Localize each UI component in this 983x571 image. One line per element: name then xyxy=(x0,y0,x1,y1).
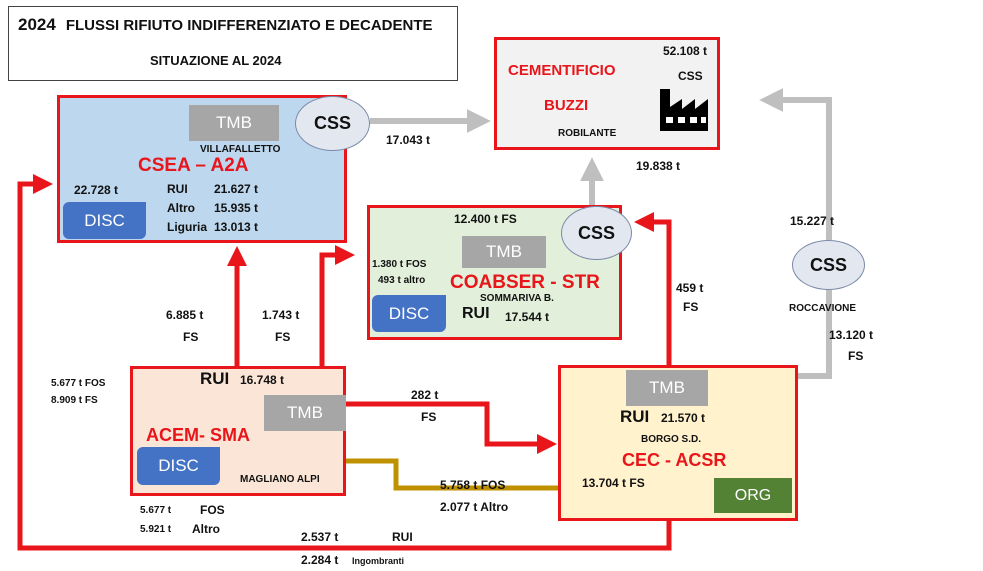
coabser-location: SOMMARIVA B. xyxy=(480,293,554,304)
title-line1: 2024 FLUSSI RIFIUTO INDIFFERENZIATO E DEC… xyxy=(18,15,433,35)
flow-cec-to-csea-ingo-t: 2.284 t xyxy=(301,553,339,567)
cec-rui-label: RUI xyxy=(620,407,650,426)
flow-acem-to-csea-t: 6.885 t xyxy=(166,308,204,322)
arrow-cec-to-csea xyxy=(17,174,672,551)
flow-acem-in-fs: 8.909 t FS xyxy=(51,395,98,406)
arrow-cec-to-roccavione xyxy=(798,290,832,379)
flow-acem-disc-altro: Altro xyxy=(192,522,220,536)
flow-csea-to-cem: 17.043 t xyxy=(386,133,431,147)
acem-name: ACEM- SMA xyxy=(146,425,250,445)
arrow-acem-to-cec xyxy=(346,401,557,454)
flow-cec-to-csea-ingo: Ingombranti xyxy=(352,556,404,566)
cementificio-name: CEMENTIFICIO xyxy=(508,62,616,79)
acem-disc: DISC xyxy=(137,447,220,485)
csea-row-liguria-value: 13.013 t xyxy=(214,220,259,234)
acem-location: MAGLIANO ALPI xyxy=(240,474,320,485)
csea-row-altro-value: 15.935 t xyxy=(214,201,259,215)
coabser-fos: 1.380 t FOS xyxy=(372,259,427,270)
acem-tmb: TMB xyxy=(264,395,346,431)
arrow-cec-to-coabser xyxy=(634,212,672,365)
coabser-rui-label: RUI xyxy=(462,305,490,322)
csea-row-rui-key: RUI xyxy=(167,182,188,196)
flow-rocc-to-cem: 15.227 t xyxy=(790,214,835,228)
flow-cec-to-acem-altro: 2.077 t Altro xyxy=(440,500,509,514)
flow-acem-disc-fos-t: 5.677 t xyxy=(140,505,172,516)
flow-cec-to-csea-rui-t: 2.537 t xyxy=(301,530,339,544)
factory-icon xyxy=(660,89,708,131)
cementificio-total: 52.108 t xyxy=(663,44,708,58)
csea-tmb: TMB xyxy=(189,105,279,141)
coabser-css-node: CSS xyxy=(561,206,632,260)
csea-name: CSEA – A2A xyxy=(138,155,249,176)
cementificio-buzzi: BUZZI xyxy=(544,97,589,114)
csea-disc-amount: 22.728 t xyxy=(74,183,119,197)
flow-acem-disc-altro-t: 5.921 t xyxy=(140,524,172,535)
csea-location: VILLAFALLETTO xyxy=(200,144,281,155)
flow-cec-to-coabser-t: 459 t xyxy=(676,281,704,295)
cec-rui-value: 21.570 t xyxy=(661,411,706,425)
coabser-altro: 493 t altro xyxy=(378,275,426,286)
flow-acem-to-coabser-fs: FS xyxy=(275,330,291,344)
cec-location: BORGO S.D. xyxy=(641,434,702,445)
flow-cec-to-csea-rui: RUI xyxy=(392,530,413,544)
cec-name: CEC - ACSR xyxy=(622,450,727,470)
csea-row-liguria-key: Liguria xyxy=(167,220,208,234)
flow-cec-to-rocc-t: 13.120 t xyxy=(829,328,874,342)
flow-acem-to-csea-fs: FS xyxy=(183,330,199,344)
title-box xyxy=(8,6,458,81)
coabser-tmb: TMB xyxy=(462,236,546,268)
roccavione-label: ROCCAVIONE xyxy=(789,303,857,314)
title-line2: SITUAZIONE AL 2024 xyxy=(150,53,282,68)
flow-acem-in-fos: 5.677 t FOS xyxy=(51,378,106,389)
arrow-acem-to-coabser xyxy=(319,245,355,366)
csea-disc: DISC xyxy=(63,202,146,239)
coabser-name: COABSER - STR xyxy=(450,272,600,293)
cec-fs: 13.704 t FS xyxy=(582,476,645,490)
flow-acem-to-cec-fs: FS xyxy=(421,410,437,424)
acem-rui-label: RUI xyxy=(200,369,230,388)
coabser-disc: DISC xyxy=(372,295,446,332)
flow-cec-to-acem-fos: 5.758 t FOS xyxy=(440,478,506,492)
flow-acem-to-coabser-t: 1.743 t xyxy=(262,308,300,322)
cec-tmb: TMB xyxy=(626,370,708,406)
flow-acem-disc-fos: FOS xyxy=(200,503,225,517)
cementificio-box xyxy=(494,37,720,150)
csea-row-altro-key: Altro xyxy=(167,201,195,215)
title-text: FLUSSI RIFIUTO INDIFFERENZIATO E DECADEN… xyxy=(65,17,433,34)
flow-acem-to-cec-t: 282 t xyxy=(411,388,439,402)
flow-cec-to-coabser-fs: FS xyxy=(683,300,699,314)
coabser-fs-in: 12.400 t FS xyxy=(454,212,517,226)
cementificio-location: ROBILANTE xyxy=(558,128,617,139)
title-year: 2024 xyxy=(18,15,56,34)
csea-css-node: CSS xyxy=(295,96,370,151)
coabser-rui-value: 17.544 t xyxy=(505,310,550,324)
arrow-roccavione-to-cementificio xyxy=(759,88,832,240)
cec-org: ORG xyxy=(714,478,792,513)
csea-row-rui-value: 21.627 t xyxy=(214,182,259,196)
roccavione-css-node: CSS xyxy=(792,240,865,290)
cementificio-css: CSS xyxy=(678,69,703,83)
acem-rui-value: 16.748 t xyxy=(240,373,285,387)
flow-coabser-to-cem: 19.838 t xyxy=(636,159,681,173)
flow-cec-to-rocc-fs: FS xyxy=(848,349,864,363)
